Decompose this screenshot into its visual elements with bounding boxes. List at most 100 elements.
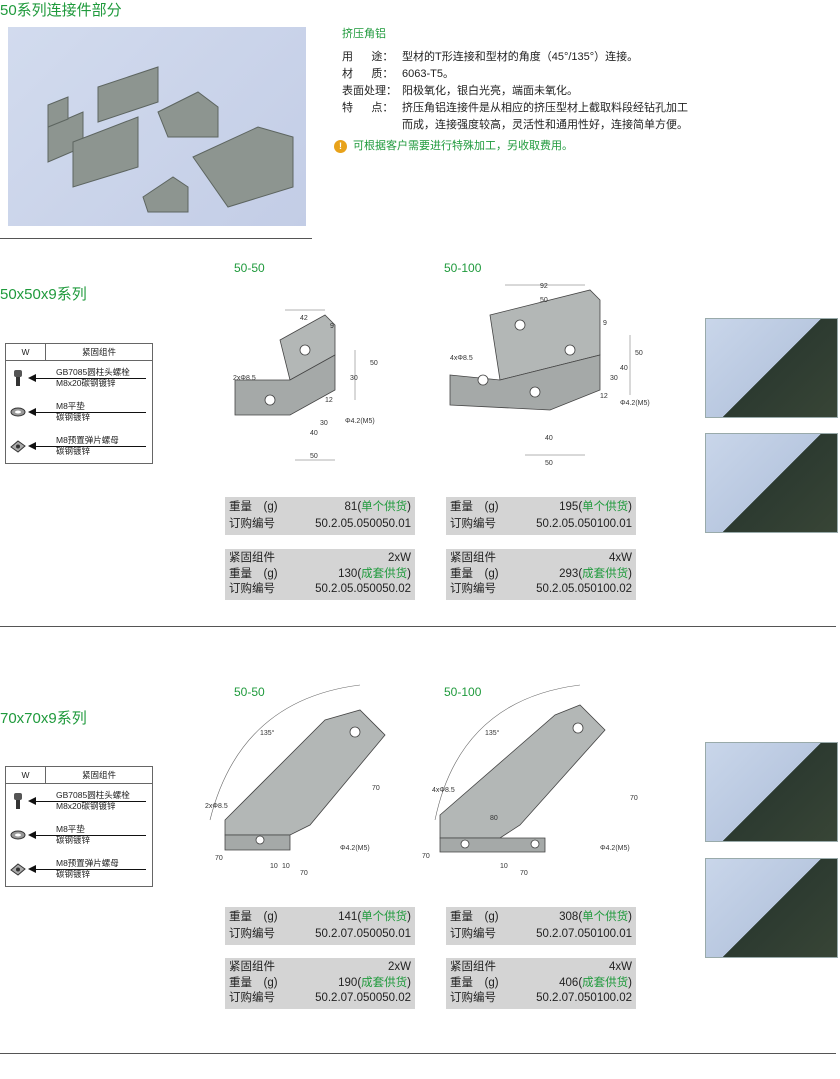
supply-type: 成套供货 (582, 976, 629, 989)
arrow (28, 374, 146, 382)
section-title: 70x70x9系列 (0, 710, 87, 727)
order-number: 50.2.07.050050.02 (315, 992, 411, 1004)
supply-type: 单个供货 (582, 911, 629, 923)
order-label: 订购编号 (229, 928, 275, 940)
col-w: W (6, 344, 46, 360)
dim-label: 30 (610, 375, 618, 382)
dim-label: 70 (372, 785, 380, 792)
supply-type: 单个供货 (582, 501, 629, 513)
fastener-label: 紧固组件 (450, 961, 496, 973)
supply-type: 单个供货 (361, 911, 408, 923)
spec-key: 表面处理： (342, 85, 397, 97)
dim-label: 9 (603, 320, 607, 327)
bracket-vertical-face (489, 289, 601, 381)
weight-label: 重量 (g) (229, 567, 278, 580)
fastener-spec: 碳钢镀锌 (56, 869, 91, 879)
dim-label: 4xΦ8.5 (450, 355, 473, 362)
product-label: 50-100 (444, 685, 482, 699)
washer-icon (10, 407, 26, 417)
arrow (28, 831, 146, 839)
product-description: 挤压角铝 用 途：型材的T形连接和型材的角度（45°/135°）连接。 材 质：… (334, 26, 732, 155)
bolt-icon (14, 370, 22, 386)
section-title: 50x50x9系列 (0, 286, 87, 303)
order-label: 订购编号 (229, 518, 275, 530)
col-w: W (6, 767, 46, 783)
weight-label: 重量 (g) (229, 501, 278, 513)
fastener-name: GB7085圆柱头螺栓 (56, 367, 130, 378)
dim-label: 70 (215, 855, 223, 862)
spec-key (342, 117, 402, 134)
dim-label: 30 (320, 420, 328, 427)
order-label: 订购编号 (450, 928, 496, 940)
spec-value: 而成，连接强度较高，灵活性和通用性好，连接简单方便。 (402, 119, 688, 131)
dim-label: Φ4.2(M5) (340, 845, 370, 852)
nut-icon (10, 440, 26, 453)
fastener-label: 紧固组件 (450, 552, 496, 564)
dim-label: 10 (500, 863, 508, 870)
dim-label: 70 (630, 795, 638, 802)
weight-value: 190 (338, 976, 358, 989)
dim-label: 40 (620, 365, 628, 372)
dim-label: 30 (350, 375, 358, 382)
weight-value: 195 (559, 501, 579, 513)
product-label: 50-100 (444, 261, 482, 275)
dim-label: Φ4.2(M5) (345, 418, 375, 425)
supply-type: 单个供货 (361, 501, 408, 513)
dim-label: 50 (310, 453, 318, 460)
order-number: 50.2.07.050100.02 (536, 992, 632, 1004)
dim-label: 70 (422, 853, 430, 860)
notice-text: 可根据客户需要进行特殊加工，另收取费用。 (353, 140, 573, 152)
arrow (28, 797, 146, 805)
fastener-qty: 2xW (388, 961, 411, 973)
dim-label: 9 (330, 323, 334, 330)
dim-label: 12 (325, 397, 333, 404)
dim-label: 70 (520, 870, 528, 877)
order-number: 50.2.05.050100.02 (536, 583, 632, 595)
fastener-qty: 4xW (609, 961, 632, 973)
spec-key: 材 质： (342, 68, 394, 80)
dim-label: 2xΦ8.5 (205, 803, 228, 810)
divider (0, 238, 312, 239)
order-label: 订购编号 (450, 992, 496, 1004)
col-fastener: 紧固组件 (81, 770, 116, 780)
supply-type: 成套供货 (582, 567, 629, 580)
weight-label: 重量 (g) (450, 567, 499, 580)
washer-icon (10, 830, 26, 840)
fastener-name: GB7085圆柱头螺栓 (56, 790, 130, 801)
angle-brackets-illustration (47, 66, 294, 213)
weight-label: 重量 (g) (450, 976, 499, 989)
weight-label: 重量 (g) (229, 911, 278, 923)
dim-label: 70 (300, 870, 308, 877)
order-number: 50.2.05.050050.02 (315, 583, 411, 595)
dim-label: 10 (270, 863, 278, 870)
order-label: 订购编号 (450, 518, 496, 530)
lightbulb-icon: ! (334, 140, 347, 153)
application-photo (705, 742, 838, 842)
product-photo (8, 27, 306, 226)
fastener-name: M8平垫 (56, 824, 91, 835)
spec-value: 挤压角铝连接件是从相应的挤压型材上截取料段经钻孔加工 (402, 102, 688, 114)
fastener-spec: M8x20碳钢镀锌 (56, 378, 116, 388)
order-label: 订购编号 (229, 992, 275, 1004)
fastener-qty: 2xW (388, 552, 411, 564)
order-number: 50.2.05.050100.01 (536, 518, 632, 530)
order-label: 订购编号 (450, 583, 496, 595)
order-number: 50.2.05.050050.01 (315, 518, 411, 530)
dim-label: 40 (545, 435, 553, 442)
dim-label: 135° (485, 729, 500, 737)
fastener-spec: 碳钢镀锌 (56, 446, 91, 456)
nut-icon (10, 863, 26, 876)
arrow (28, 442, 146, 450)
supply-type: 成套供货 (361, 567, 408, 580)
dim-label: 12 (600, 393, 608, 400)
application-photo (705, 858, 838, 958)
fastener-qty: 4xW (609, 552, 632, 564)
